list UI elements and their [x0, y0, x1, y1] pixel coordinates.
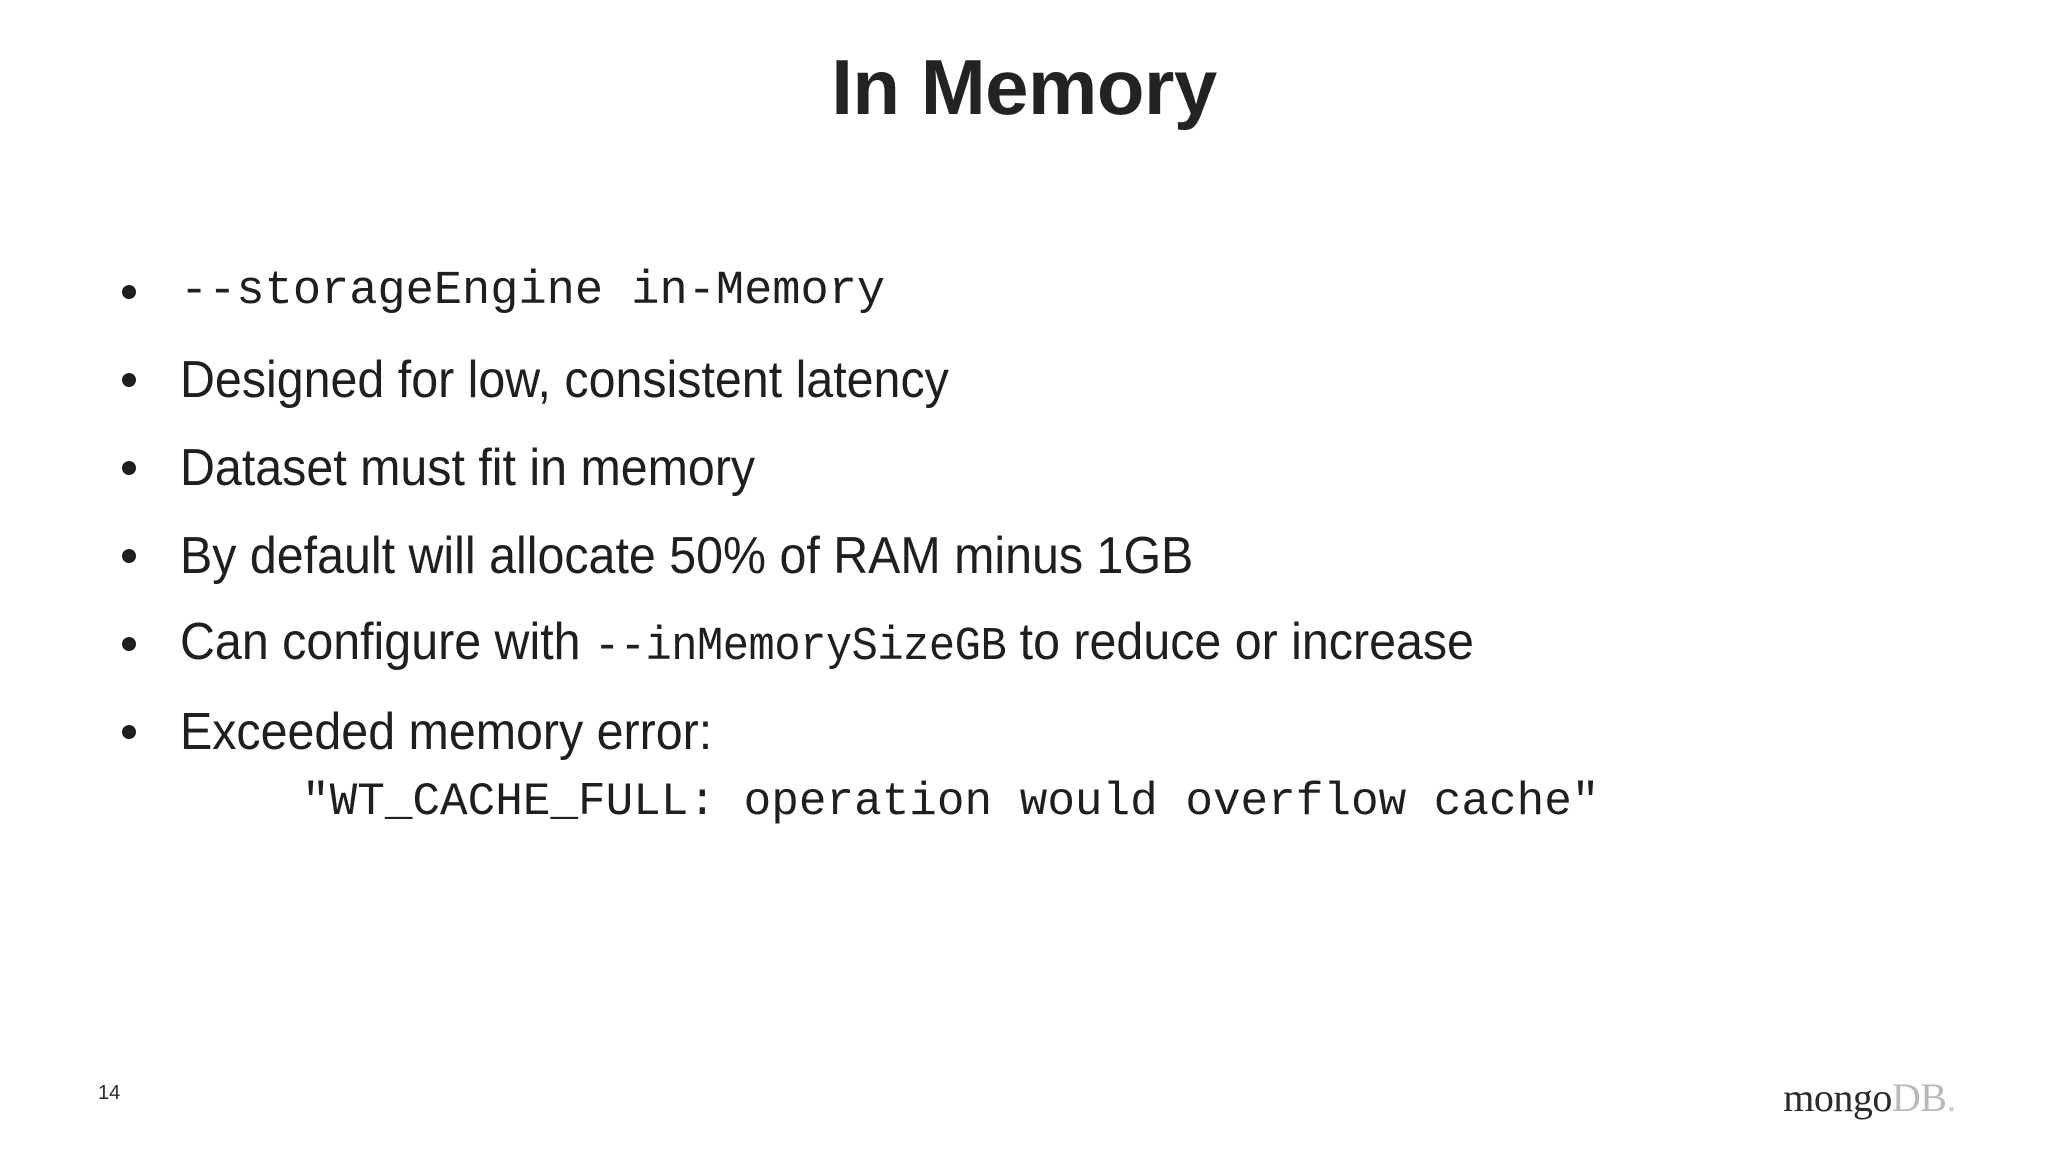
list-item: Exceeded memory error: [118, 688, 1968, 776]
mongodb-logo: mongoDB. [1783, 1078, 1956, 1118]
bullet-dot-icon [122, 725, 136, 739]
list-item: Dataset must fit in memory [118, 424, 1968, 512]
error-message-code: "WT_CACHE_FULL: operation would overflow… [302, 776, 1600, 828]
page-title: In Memory [831, 43, 1217, 131]
bullet-text-configure-size-suffix: to reduce or increase [1006, 613, 1474, 672]
bullet-dot-icon [122, 637, 136, 651]
logo-text-dot: . [1946, 1075, 1957, 1120]
bullet-text-default-allocation: By default will allocate 50% of RAM minu… [180, 526, 1194, 585]
bullet-dot-icon [122, 461, 136, 475]
bullet-text-dataset-fit: Dataset must fit in memory [180, 438, 756, 497]
bullet-text-low-latency: Designed for low, consistent latency [180, 350, 949, 409]
bullet-text-configure-size-flag: --inMemorySizeGB [593, 621, 1007, 675]
bullet-list: --storageEngine in-Memory Designed for l… [118, 248, 1968, 776]
logo-text-mongo: mongo [1783, 1075, 1892, 1120]
list-item: By default will allocate 50% of RAM minu… [118, 512, 1968, 600]
page-number: 14 [98, 1082, 121, 1104]
logo-text-db: DB [1891, 1075, 1947, 1120]
list-item: Can configure with --inMemorySizeGB to r… [118, 600, 1968, 688]
bullet-dot-icon [122, 549, 136, 563]
bullet-text-storage-engine-flag: --storageEngine in-Memory [180, 265, 886, 319]
bullet-text-configure-size: Can configure with --inMemorySizeGB to r… [180, 615, 1474, 672]
list-item: Designed for low, consistent latency [118, 336, 1968, 424]
bullet-dot-icon [122, 373, 136, 387]
bullet-dot-icon [122, 285, 136, 299]
bullet-text-exceeded-error: Exceeded memory error: [180, 702, 713, 761]
list-item: --storageEngine in-Memory [118, 248, 1968, 336]
bullet-text-configure-size-prefix: Can configure with [180, 613, 594, 672]
